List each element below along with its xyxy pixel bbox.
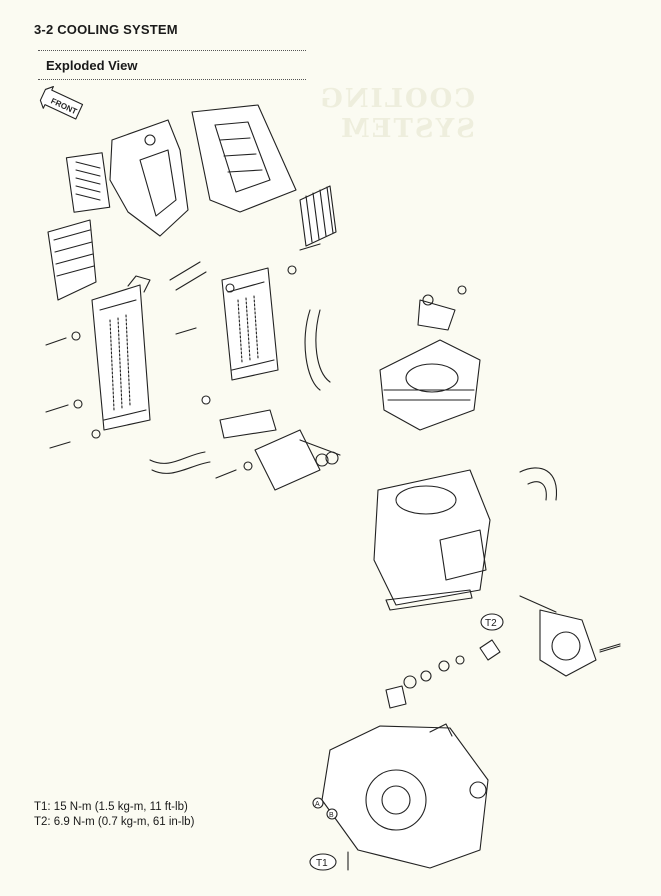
radiator-left <box>91 275 151 431</box>
torque-spec-t2: T2: 6.9 N-m (0.7 kg-m, 61 in-lb) <box>34 816 195 828</box>
radiator-grille-left <box>65 152 111 213</box>
torque-specs: T1: 15 N-m (1.5 kg-m, 11 ft-lb) T2: 6.9 … <box>34 800 194 830</box>
cylinder <box>373 469 491 611</box>
svg-text:T2: T2 <box>485 618 497 629</box>
torque-spec-t1: T1: 15 N-m (1.5 kg-m, 11 ft-lb) <box>34 801 188 813</box>
radiator-shroud-right <box>191 104 297 213</box>
section-rule-top <box>38 50 306 51</box>
callout-t2: T2 <box>480 613 504 631</box>
section-rule-bottom <box>38 79 306 80</box>
callout-t1: T1 <box>309 853 337 871</box>
hoses <box>149 261 558 501</box>
section-title: Exploded View <box>46 58 138 73</box>
radiator-grille-right <box>299 185 337 247</box>
callout-b: B <box>326 808 338 820</box>
radiator-shroud-left <box>109 119 189 237</box>
svg-text:A: A <box>315 801 320 808</box>
water-pump <box>385 595 621 709</box>
radiator-right <box>221 267 279 381</box>
front-arrow-icon: FRONT <box>39 85 84 120</box>
page-header: 3-2 COOLING SYSTEM <box>34 22 178 37</box>
cylinder-head <box>379 285 481 431</box>
radiator-louver-left <box>47 219 97 301</box>
svg-text:T1: T1 <box>316 858 328 869</box>
water-pipe-assembly <box>254 429 341 491</box>
callout-a: A <box>201 395 324 809</box>
svg-text:B: B <box>329 812 334 819</box>
crankcase-cover <box>321 723 489 869</box>
fasteners <box>45 243 621 871</box>
